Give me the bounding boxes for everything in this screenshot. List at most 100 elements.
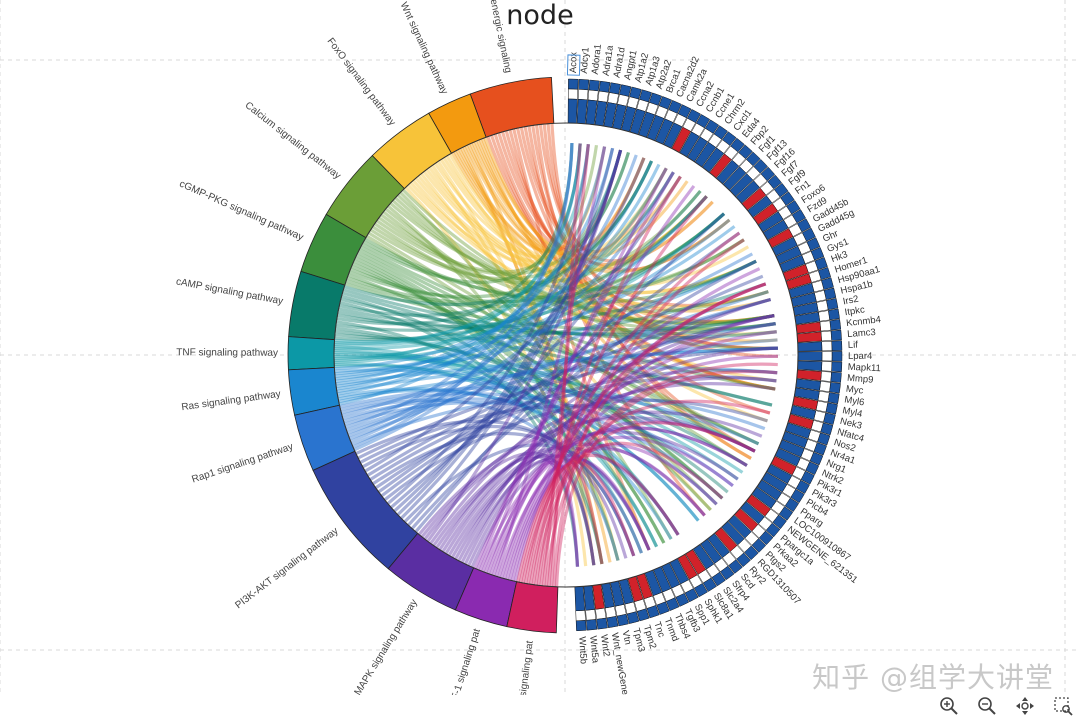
chord-link [414,212,726,533]
gene-arc-outer[interactable] [575,620,587,632]
zoom-in-icon[interactable] [938,695,960,717]
chord-link [409,181,708,274]
chord-link [476,139,776,391]
gene-arc-outer[interactable] [568,78,579,90]
chord-link [344,400,718,506]
gene-arc-outer[interactable] [827,392,840,405]
gene-arc-outer[interactable] [831,361,843,373]
pathway-label: TNF signaling pathway [176,347,278,359]
chord-link [334,362,643,554]
gene-arc-mid [818,310,830,322]
gene-label: Lif [848,340,859,351]
chord-link [400,149,623,520]
chord-link [518,282,767,583]
chord-link [334,282,767,341]
gene-arc-outer[interactable] [827,308,840,321]
chord-link [555,369,778,587]
chord-link [394,196,778,351]
gene-arc-outer[interactable] [829,382,841,394]
chord-link [455,149,682,262]
chord-link [547,463,604,587]
chord-link [371,189,702,285]
chord-link [346,195,708,305]
chord-link [441,376,777,553]
gene-arc-outer[interactable] [831,340,843,351]
chord-link [486,461,580,575]
chord-link [361,424,643,554]
chord-link [526,231,741,585]
gene-arc-outer[interactable] [606,615,619,629]
gene-arc-outer[interactable] [826,298,839,311]
pan-icon[interactable] [1014,695,1036,717]
gene-arc-outer[interactable] [596,617,608,630]
chord-link [521,399,771,584]
chord-link [338,307,775,336]
chord-link [552,238,745,587]
gene-arc-outer[interactable] [598,80,611,93]
gene-arc-inner[interactable] [797,341,823,352]
chord-link [374,375,777,490]
chord-link [432,446,680,547]
gene-label: Mapk11 [847,362,881,374]
chord-link [344,282,775,332]
chord-link [337,310,773,407]
chord-link [549,143,582,587]
chord-link [333,354,739,481]
chord-link [534,421,756,586]
chord-link [493,133,646,253]
chord-link [359,404,756,464]
chord-link [340,391,734,488]
chord-link [338,366,778,404]
chord-link [508,447,706,581]
gene-arc-mid [587,89,599,102]
chord-link [345,143,574,429]
chord-link [333,352,744,474]
chord-link [357,346,778,460]
chord-link [369,160,654,281]
gene-arc-outer[interactable] [830,329,842,341]
chord-link [417,167,668,266]
chord-link [349,290,769,441]
chord-link [393,175,682,513]
chord-link [390,231,741,509]
chord-link [497,132,714,266]
chord-link [431,164,620,561]
gene-arc-inner[interactable] [567,98,578,124]
gene-arc-outer[interactable] [829,319,842,331]
chord-link [347,154,638,438]
chord-link [336,320,604,565]
chord-link [433,162,714,272]
gene-arc-outer[interactable] [830,371,842,383]
chord-link [463,458,596,566]
gene-arc-inner[interactable] [576,99,588,125]
pathway-arc[interactable] [287,336,335,371]
gene-arc-inner[interactable] [797,351,823,362]
chord-link [352,262,666,544]
chord-link [523,460,636,584]
chord-link [542,123,708,263]
gene-arc-outer[interactable] [578,79,590,91]
chord-link [366,297,772,477]
watermark-text: 知乎 @组学大讲堂 [812,661,1054,694]
gene-arc-outer[interactable] [586,619,598,631]
chord-link [501,131,775,324]
gene-arc-inner[interactable] [796,369,822,381]
chord-link [454,346,778,560]
chord-link [516,453,680,583]
box-select-icon[interactable] [1052,695,1074,717]
gene-arc-outer[interactable] [609,82,621,95]
gene-arc-mid [819,381,831,393]
gene-label: Itpkc [844,304,866,318]
zoom-out-icon[interactable] [976,695,998,717]
gene-arc-outer[interactable] [588,79,600,92]
chord-link [335,212,726,332]
chord-link [439,158,777,336]
gene-arc-inner[interactable] [797,360,823,371]
gene-arc-inner[interactable] [574,586,586,612]
gene-arc-inner[interactable] [796,331,822,343]
gene-arc-outer[interactable] [831,351,843,362]
chord-link [333,350,756,453]
